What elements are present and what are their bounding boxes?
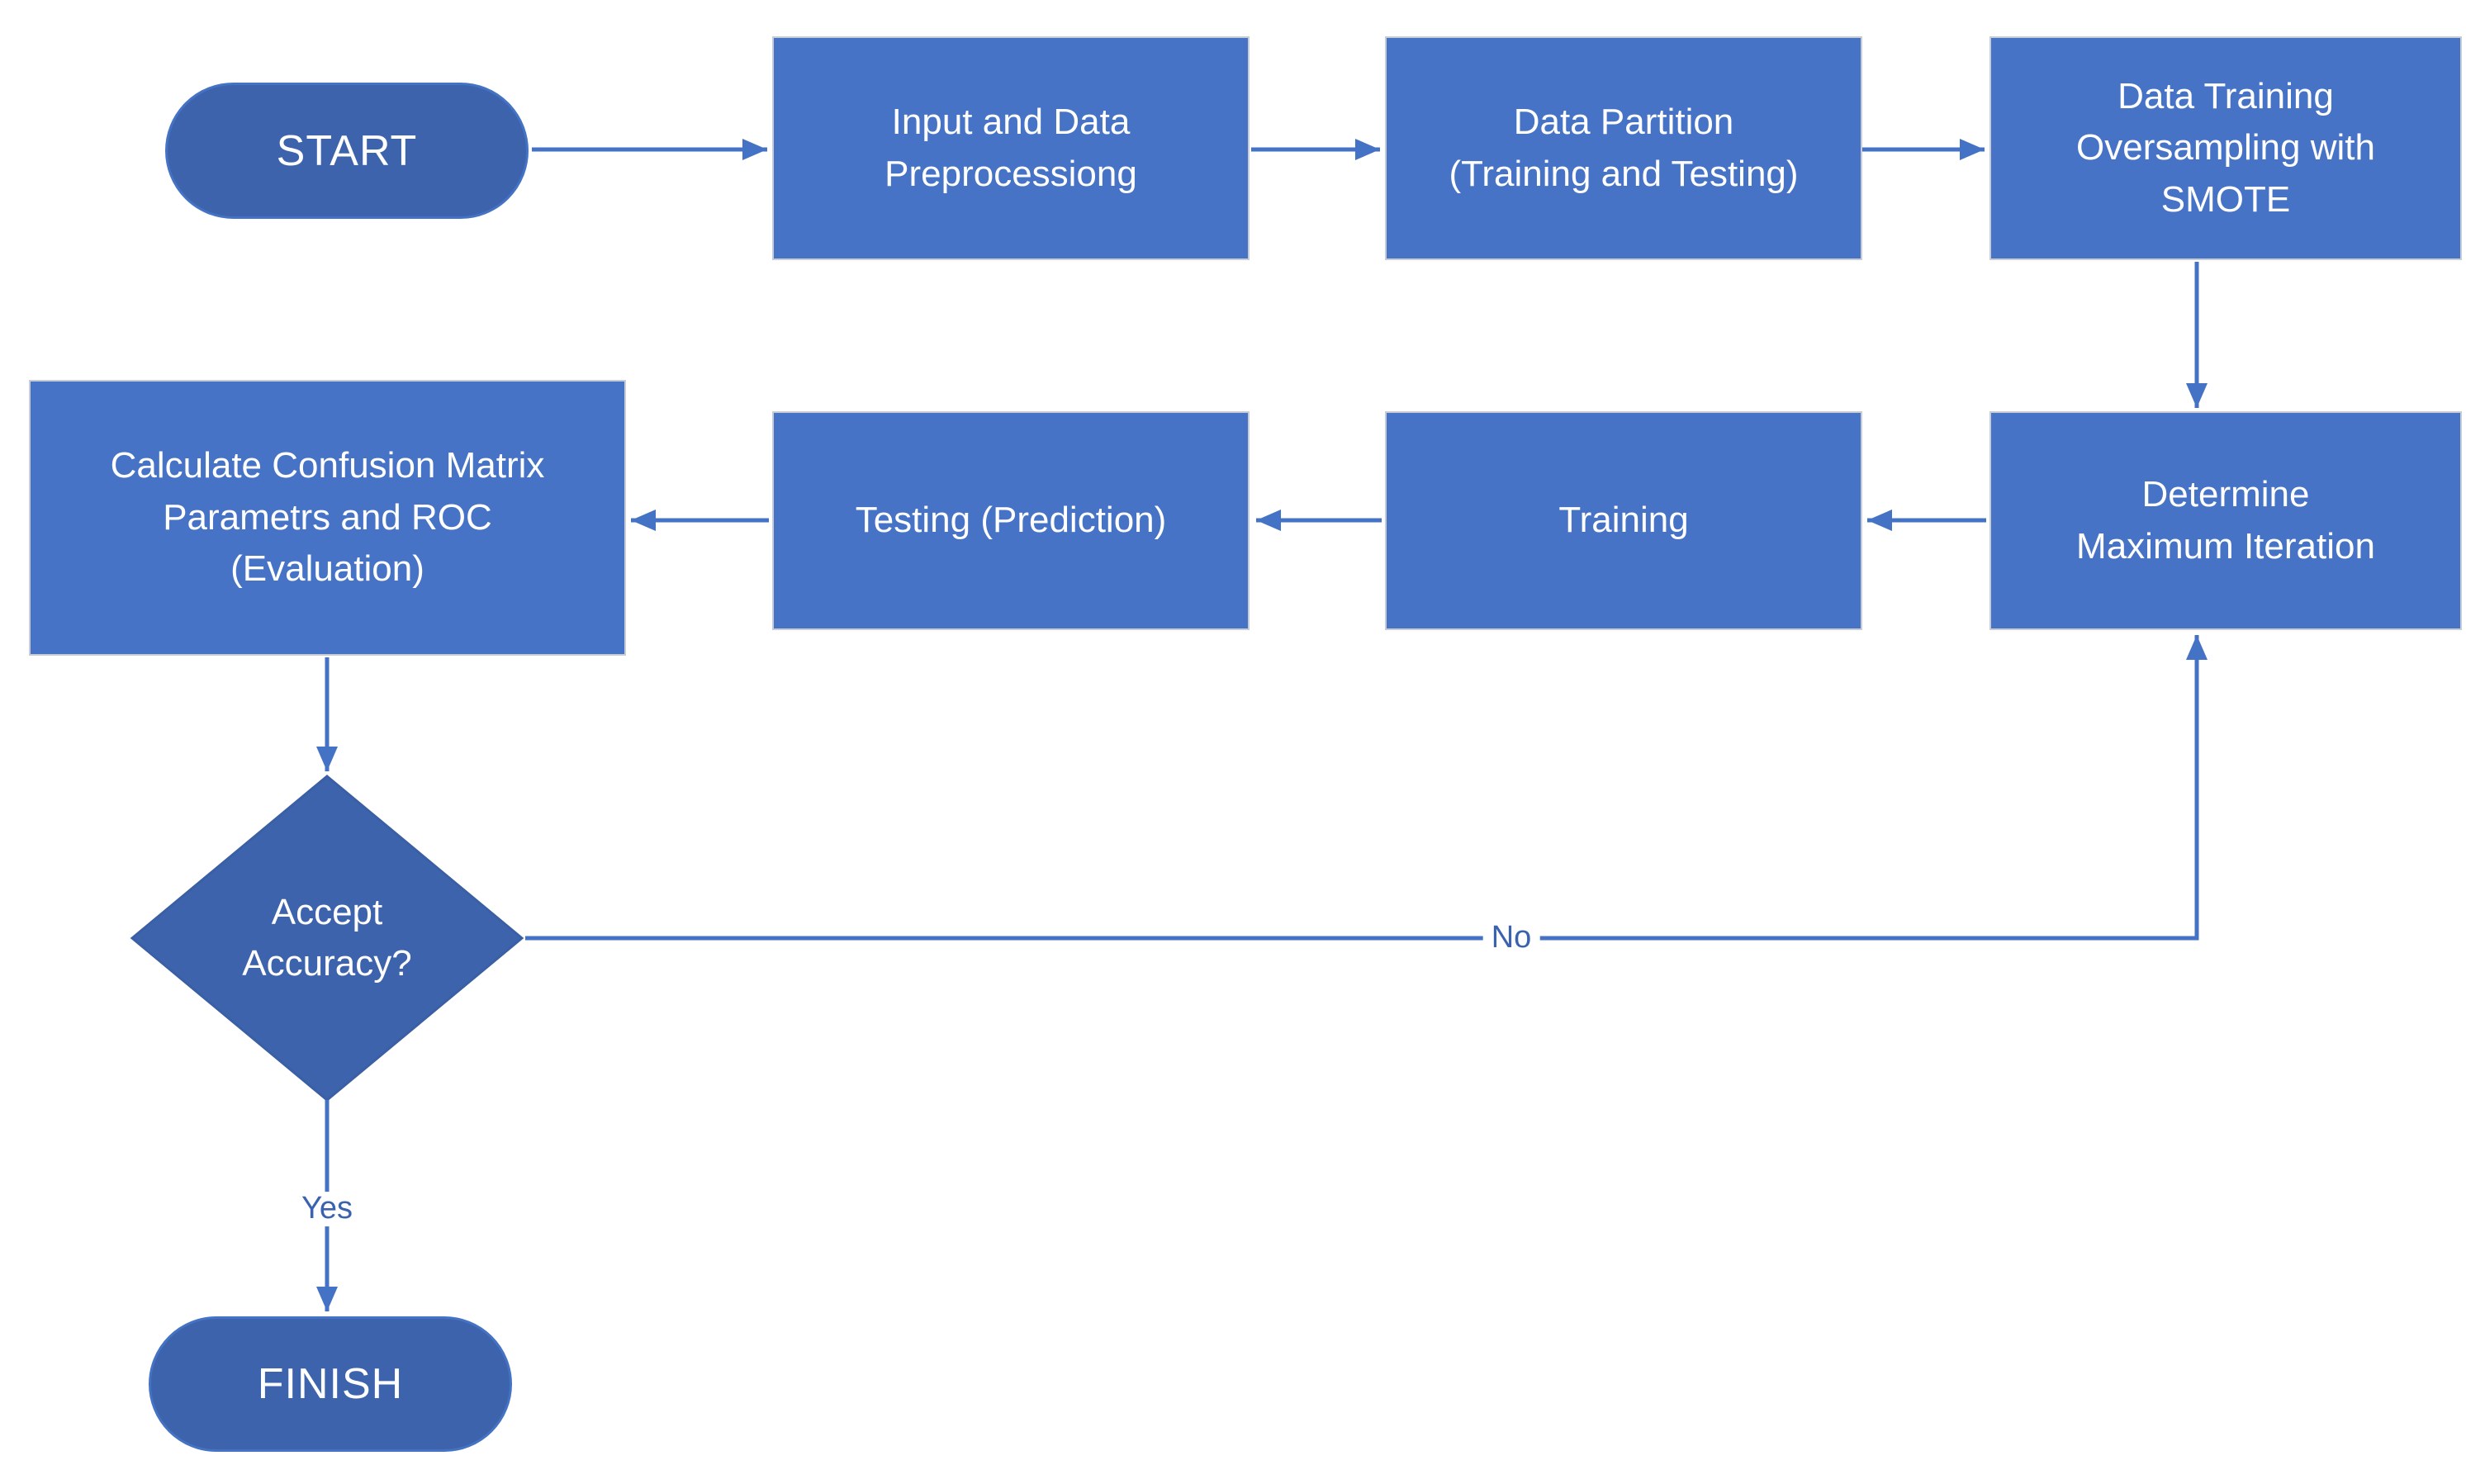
node-data-partition-label: Data Partition (Training and Testing) [1449,102,1799,194]
edge-label-no: No [1482,920,1540,955]
edge-label-yes: Yes [293,1191,361,1226]
node-testing-prediction: Testing (Prediction) [772,411,1250,630]
node-training-label: Training [1558,500,1689,541]
node-input-preprocessing-label: Input and Data Preprocessiong [884,102,1137,194]
node-evaluation-label: Calculate Confusion Matrix Parametrs and… [110,445,545,590]
node-evaluation: Calculate Confusion Matrix Parametrs and… [29,380,626,656]
node-start: START [165,83,529,219]
node-smote-oversampling-label: Data Training Oversampling with SMOTE [2076,75,2375,220]
node-determine-iteration-label: Determine Maximum Iteration [2076,474,2375,567]
edge-decision-no-to-determine [525,635,2208,941]
node-determine-iteration: Determine Maximum Iteration [1989,411,2462,630]
node-testing-prediction-label: Testing (Prediction) [855,500,1167,541]
node-data-partition: Data Partition (Training and Testing) [1385,36,1862,260]
node-finish: FINISH [149,1316,512,1452]
node-input-preprocessing: Input and Data Preprocessiong [772,36,1250,260]
node-training: Training [1385,411,1862,630]
node-start-label: START [276,126,418,175]
node-finish-label: FINISH [257,1360,404,1408]
node-decision-shape [130,775,524,1102]
node-smote-oversampling: Data Training Oversampling with SMOTE [1989,36,2462,260]
